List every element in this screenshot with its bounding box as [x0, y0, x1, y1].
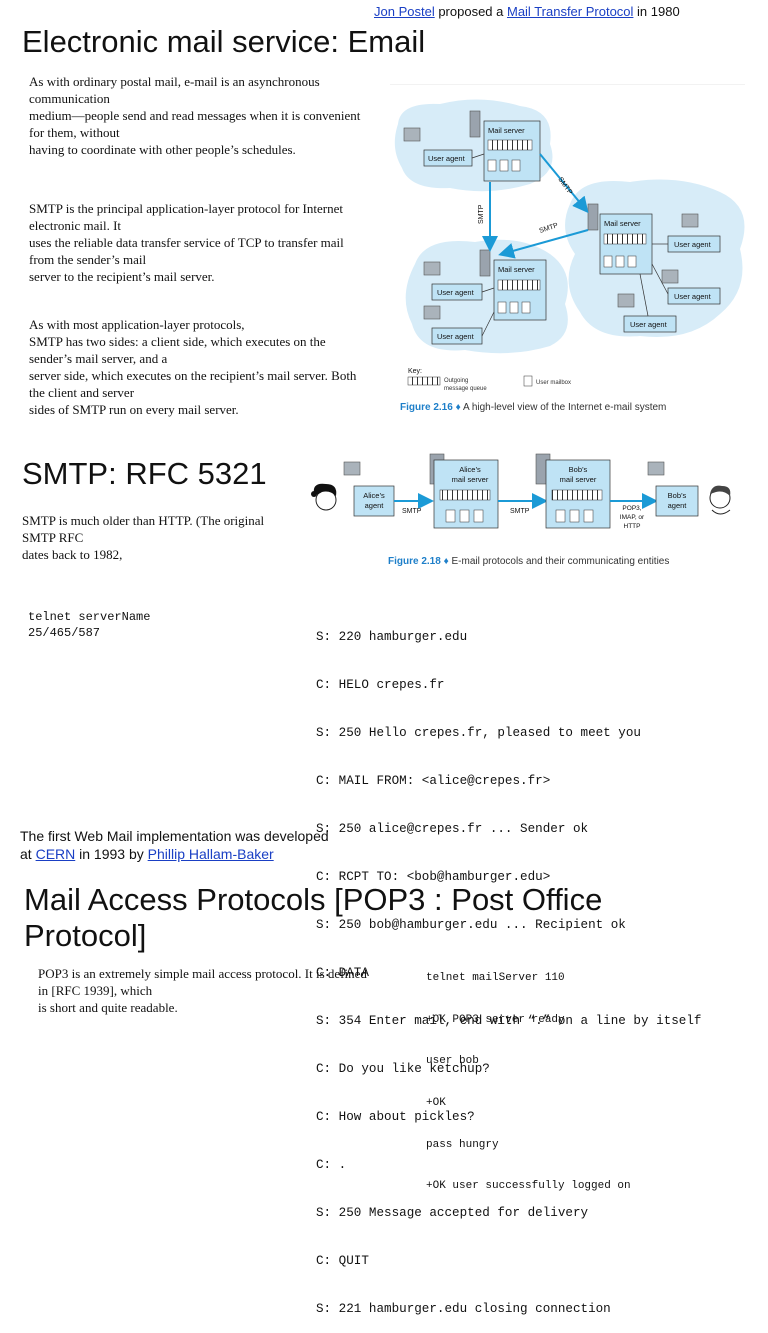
- alices-agent-box: Alice’s agent: [343, 461, 395, 517]
- svg-text:Mail server: Mail server: [498, 265, 535, 274]
- svg-text:User agent: User agent: [437, 288, 475, 297]
- mail-server-right: Mail server: [587, 203, 653, 275]
- svg-text:User agent: User agent: [674, 240, 712, 249]
- link-phillip-hallam-baker[interactable]: Phillip Hallam-Baker: [147, 846, 274, 862]
- svg-text:mail server: mail server: [560, 475, 597, 484]
- email-protocols-figure: Alice’s agent SMTP Alice’s mail server S…: [311, 453, 731, 530]
- svg-text:IMAP, or: IMAP, or: [620, 514, 645, 521]
- svg-text:User mailbox: User mailbox: [536, 380, 571, 386]
- bobs-mail-server: Bob’s mail server: [535, 453, 611, 529]
- transcript-line: C: QUIT: [316, 1254, 369, 1268]
- svg-text:User agent: User agent: [437, 332, 475, 341]
- top-credit: Jon Postel proposed a Mail Transfer Prot…: [374, 4, 680, 19]
- svg-text:mail server: mail server: [452, 475, 489, 484]
- section3-para: POP3 is an extremely simple mail access …: [38, 966, 367, 1015]
- section2-title: SMTP: RFC 5321: [22, 456, 267, 491]
- smtp-label-1: SMTP: [556, 176, 573, 196]
- svg-text:agent: agent: [668, 501, 688, 510]
- user-mailbox-key-icon: [523, 375, 533, 387]
- section2-para: SMTP is much older than HTTP. (The origi…: [22, 513, 265, 562]
- svg-text:Bob’s: Bob’s: [668, 491, 687, 500]
- svg-text:User agent: User agent: [630, 320, 668, 329]
- transcript-line: S: 220 hamburger.edu: [316, 630, 468, 644]
- transcript-line: S: 250 Hello crepes.fr, pleased to meet …: [316, 726, 641, 740]
- outgoing-queue-key-icon: [407, 376, 441, 386]
- alices-mail-server: Alice’s mail server: [429, 453, 499, 529]
- link-mail-transfer-protocol[interactable]: Mail Transfer Protocol: [506, 4, 634, 19]
- svg-text:SMTP: SMTP: [510, 508, 530, 515]
- credit-tail: in 1980: [633, 4, 680, 19]
- user-agent-right-3: User agent: [617, 293, 677, 333]
- credit-mid: proposed a: [434, 4, 507, 19]
- figure-2-18-caption: Figure 2.18 ♦ E-mail protocols and their…: [388, 556, 670, 567]
- svg-text:Bob’s: Bob’s: [569, 465, 588, 474]
- user-agent-right-1: User agent: [667, 213, 721, 253]
- section3-title: Mail Access Protocols [POP3 : Post Offic…: [24, 882, 603, 953]
- mail-server-top: Mail server: [469, 110, 541, 182]
- transcript-line: C: DATA: [316, 966, 369, 980]
- bobs-agent-box: Bob’s agent: [647, 461, 699, 517]
- bob-person-icon: [709, 485, 731, 515]
- figure-2-16-caption: Figure 2.16 ♦ A high-level view of the I…: [400, 402, 667, 413]
- smtp-label-3: SMTP: [538, 222, 559, 235]
- svg-text:Outgoing: Outgoing: [444, 378, 468, 384]
- transcript-line: C: HELO crepes.fr: [316, 678, 445, 692]
- svg-text:HTTP: HTTP: [624, 523, 641, 530]
- link-jon-postel[interactable]: Jon Postel: [374, 4, 435, 19]
- cloud-right: [565, 179, 745, 338]
- section1-para3: As with most application-layer protocols…: [29, 317, 357, 417]
- transcript-line: S: 250 alice@crepes.fr ... Sender ok: [316, 822, 589, 836]
- smtp-arrow-top-right: [539, 153, 589, 214]
- svg-text:SMTP: SMTP: [402, 508, 422, 515]
- transcript-line: C: RCPT TO: <bob@hamburger.edu>: [316, 870, 551, 884]
- section1-para1: As with ordinary postal mail, e-mail is …: [29, 74, 361, 157]
- smtp-arrow-right-bottom: [498, 229, 589, 259]
- pop3-session-code: telnet mailServer 110 +OK POP3 server re…: [426, 971, 631, 1193]
- transcript-line: S: 250 bob@hamburger.edu ... Recipient o…: [316, 918, 626, 932]
- svg-text:Mail server: Mail server: [604, 219, 641, 228]
- email-system-figure: Mail server User agent Mail server User …: [390, 84, 745, 392]
- webmail-note: The first Web Mail implementation was de…: [20, 828, 329, 862]
- smtp-label-2: SMTP: [478, 204, 485, 224]
- section1-para2: SMTP is the principal application-layer …: [29, 201, 344, 284]
- svg-text:message queue: message queue: [444, 386, 487, 392]
- mail-server-bottom: Mail server: [479, 249, 547, 321]
- link-cern[interactable]: CERN: [35, 846, 76, 862]
- section1-title: Electronic mail service: Email: [22, 24, 426, 59]
- svg-text:Alice’s: Alice’s: [363, 491, 385, 500]
- svg-text:POP3,: POP3,: [622, 505, 641, 512]
- svg-text:Mail server: Mail server: [488, 126, 525, 135]
- svg-text:Alice’s: Alice’s: [459, 465, 481, 474]
- alice-person-icon: [311, 483, 337, 511]
- telnet-command: telnet serverName 25/465/587: [28, 610, 151, 640]
- svg-text:User agent: User agent: [428, 154, 466, 163]
- user-agent-bottom-1: User agent: [423, 261, 483, 301]
- transcript-line: C: MAIL FROM: <alice@crepes.fr>: [316, 774, 551, 788]
- key-label: Key:: [408, 368, 422, 375]
- transcript-line: S: 221 hamburger.edu closing connection: [316, 1302, 611, 1316]
- user-agent-top: User agent: [403, 127, 473, 167]
- svg-text:User agent: User agent: [674, 292, 712, 301]
- user-agent-right-2: User agent: [661, 269, 721, 305]
- svg-text:agent: agent: [365, 501, 385, 510]
